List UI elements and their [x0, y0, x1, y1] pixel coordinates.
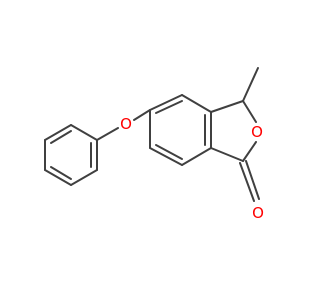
- bond-ring-o-c1: [242, 141, 257, 162]
- ether-oxygen-label: O: [120, 115, 132, 133]
- bond-c1-carbonyl-o-a: [239, 162, 255, 202]
- bond-c7-c6: [149, 147, 183, 166]
- double-bond-inner-c5-c4: [155, 100, 183, 114]
- lactone-ring: [210, 100, 257, 162]
- bond-c3a-c3: [210, 100, 244, 113]
- double-bond-inner-ph2-ph3: [50, 130, 72, 144]
- bond-ether-o-core: [133, 109, 151, 121]
- double-bond-inner-c7-c6: [155, 144, 183, 160]
- double-bond-inner-ph4-ph5: [50, 166, 72, 180]
- bond-ph4-ph5: [44, 169, 72, 186]
- carbonyl-oxygen-label: O: [252, 204, 264, 222]
- bond-c1-carbonyl-o-b: [245, 160, 260, 200]
- bond-c3-ring-o: [242, 100, 257, 123]
- ring-oxygen-label: O: [251, 123, 263, 141]
- bond-c7a-c7: [181, 147, 212, 166]
- bond-c3-methyl: [242, 67, 259, 102]
- bond-c4-c3a: [181, 94, 212, 113]
- bond-c5-c4: [149, 94, 183, 111]
- structure-drawing: O O O: [44, 67, 264, 222]
- carbonyl-double-bond: [239, 160, 260, 202]
- molecule-diagram: O O O: [44, 67, 264, 222]
- bond-c1-c7a: [210, 147, 244, 162]
- core-benzene-ring: [149, 94, 212, 166]
- bond-ph1-ph2: [70, 124, 98, 141]
- bond-ph2-ph3: [44, 124, 72, 141]
- phenyl-ring: [44, 124, 98, 186]
- bond-phenyl-ether-o: [96, 127, 119, 141]
- bond-ph5-ph6: [70, 169, 98, 186]
